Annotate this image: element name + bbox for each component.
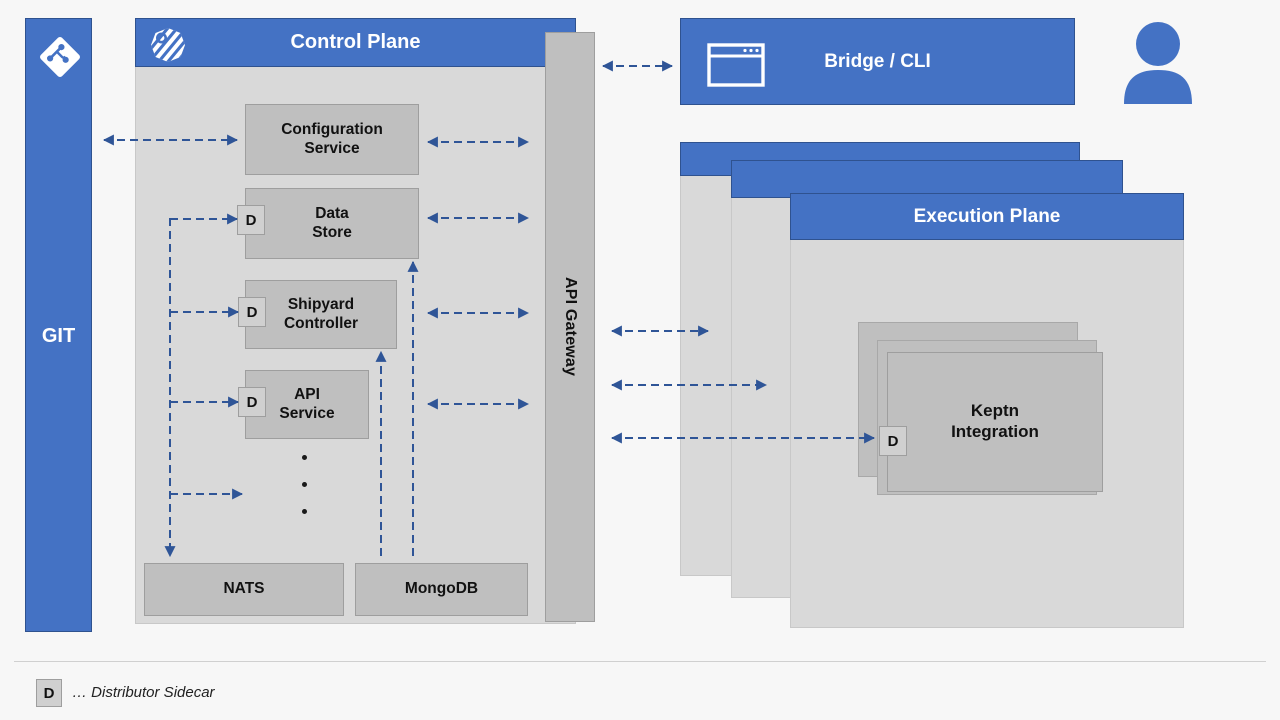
service-label-line1: Shipyard	[287, 295, 355, 313]
service-label-line2: Service	[304, 139, 360, 157]
distributor-badge-keptn-integration[interactable]: D	[879, 426, 907, 456]
user-avatar-icon	[1122, 20, 1194, 109]
service-box-data-store[interactable]: Data Store	[245, 188, 419, 259]
distributor-badge-api-service[interactable]: D	[238, 387, 266, 417]
keptn-integration-label-line2: Integration	[951, 422, 1039, 441]
api-gateway-bar[interactable]: API Gateway	[545, 32, 595, 622]
bridge-cli-label: Bridge / CLI	[824, 50, 931, 72]
infrastructure-box-nats[interactable]: NATS	[144, 563, 344, 616]
browser-window-icon	[707, 43, 765, 93]
service-label-line2: Controller	[283, 314, 359, 332]
bridge-cli-box[interactable]: Bridge / CLI	[680, 18, 1075, 105]
service-label-line2: Service	[279, 404, 335, 422]
legend-label: … Distributor Sidecar	[72, 684, 215, 701]
infrastructure-box-mongodb[interactable]: MongoDB	[355, 563, 528, 616]
service-label-line2: Store	[312, 223, 352, 241]
legend-distributor-badge: D	[36, 679, 62, 707]
keptn-integration-card-front[interactable]: Keptn Integration	[887, 352, 1103, 492]
api-gateway-label: API Gateway	[562, 277, 579, 377]
control-plane-title: Control Plane	[290, 31, 421, 53]
execution-plane-title: Execution Plane	[913, 205, 1061, 227]
execution-plane-stack-card-middle	[731, 160, 1123, 198]
git-label: GIT	[41, 325, 76, 347]
distributor-badge-data-store[interactable]: D	[237, 205, 265, 235]
service-box-configuration-service[interactable]: Configuration Service	[245, 104, 419, 175]
distributor-badge-shipyard-controller[interactable]: D	[238, 297, 266, 327]
control-plane-header: Control Plane	[135, 18, 576, 67]
service-box-shipyard-controller[interactable]: Shipyard Controller	[245, 280, 397, 349]
service-label-line1: API	[294, 385, 320, 403]
service-box-api-service[interactable]: API Service	[245, 370, 369, 439]
execution-plane-header: Execution Plane	[790, 193, 1184, 240]
ellipsis-dot	[302, 455, 307, 460]
legend-divider	[14, 661, 1266, 662]
ellipsis-dot	[302, 482, 307, 487]
keptn-integration-label-line1: Keptn	[970, 401, 1020, 421]
ellipsis-dot	[302, 509, 307, 514]
vertical-ellipsis	[302, 455, 307, 536]
service-label-line1: Data	[315, 204, 349, 222]
git-icon	[38, 35, 82, 84]
service-label-line1: Configuration	[281, 120, 383, 138]
keptn-logo-icon	[150, 27, 186, 69]
git-panel: GIT	[25, 18, 92, 632]
